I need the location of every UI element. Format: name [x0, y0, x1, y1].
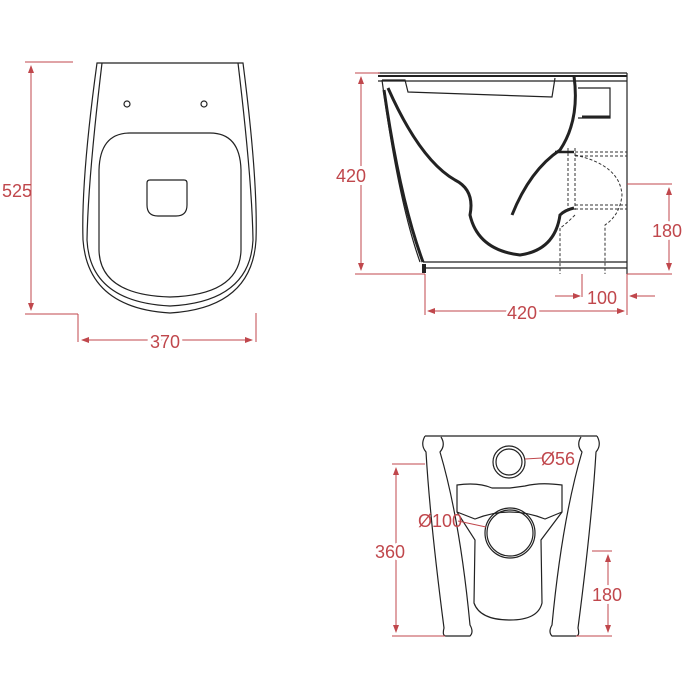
dim-rear-height: 360 — [375, 542, 405, 562]
dim-depth: 420 — [507, 303, 537, 323]
dim-outlet-offset: 100 — [587, 288, 617, 308]
dim-inlet-diameter: Ø56 — [541, 449, 575, 469]
dim-width: 370 — [150, 332, 180, 352]
side-view: 420 180 100 420 — [333, 72, 685, 326]
dim-outlet-diameter: Ø100 — [418, 511, 462, 531]
dim-rear-outlet-height: 180 — [592, 585, 622, 605]
rear-view: 360 180 Ø56 Ø100 — [372, 435, 625, 637]
dim-outlet-height: 180 — [652, 221, 682, 241]
dim-length: 525 — [2, 181, 32, 201]
dim-side-height: 420 — [336, 166, 366, 186]
top-view: 525 370 — [2, 61, 257, 355]
